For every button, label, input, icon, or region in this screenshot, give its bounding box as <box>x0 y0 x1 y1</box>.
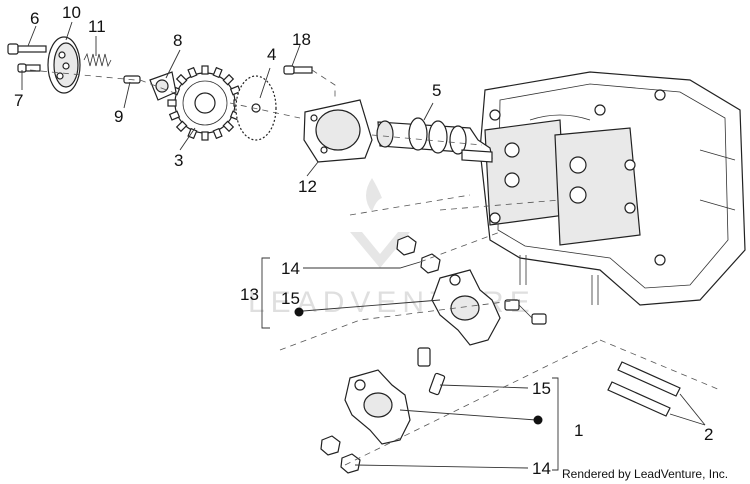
cylinder-head <box>479 71 746 306</box>
rocker-arm-upper <box>431 269 547 346</box>
leader-lines <box>21 21 706 471</box>
sprocket-tooth <box>168 110 181 121</box>
callout-7: 7 <box>14 91 23 110</box>
rocker-arm-lower <box>344 347 446 445</box>
callout-15-upper: 15 <box>281 289 300 308</box>
decompressor-weight <box>149 71 177 101</box>
callout-12: 12 <box>298 177 317 196</box>
timing-disc <box>235 75 277 141</box>
nut-upper <box>396 235 441 274</box>
plate-bolt <box>283 65 313 75</box>
callout-13: 13 <box>240 285 259 304</box>
sprocket-tooth <box>222 120 235 133</box>
callout-2: 2 <box>704 425 713 444</box>
sprocket-tooth <box>212 127 223 140</box>
pulley <box>47 36 81 94</box>
sprocket-tooth <box>222 73 235 86</box>
callout-3: 3 <box>174 151 183 170</box>
sprocket-tooth <box>201 131 209 141</box>
callout-6: 6 <box>30 9 39 28</box>
cam-sprocket <box>167 65 243 141</box>
assembly-lines <box>29 69 721 466</box>
dowel-pins <box>607 361 681 417</box>
callout-1: 1 <box>574 421 583 440</box>
credit-text: Rendered by LeadVenture, Inc. <box>562 467 728 481</box>
sprocket-tooth <box>201 65 209 75</box>
sprocket-tooth <box>212 66 223 79</box>
spring <box>83 52 112 68</box>
nut-lower <box>320 435 361 474</box>
callout-8: 8 <box>173 31 182 50</box>
callout-4: 4 <box>267 45 276 64</box>
camshaft <box>376 117 493 163</box>
callout-9: 9 <box>114 107 123 126</box>
callout-14-lower: 14 <box>532 459 551 478</box>
cover-plate <box>303 99 373 163</box>
callouts: 1 2 3 4 5 6 7 8 9 10 11 12 13 14 15 18 1… <box>14 3 713 478</box>
callout-14-upper: 14 <box>281 259 300 278</box>
callout-5: 5 <box>432 81 441 100</box>
callout-18: 18 <box>292 30 311 49</box>
bolt-7 <box>17 63 41 73</box>
sprocket-tooth <box>187 66 198 79</box>
sprocket-tooth <box>167 99 177 107</box>
callout-11: 11 <box>88 17 106 36</box>
sprocket-tooth <box>175 73 188 86</box>
sprocket-tooth <box>175 120 188 133</box>
callout-15-lower: 15 <box>532 379 551 398</box>
bolt-6 <box>7 43 47 55</box>
callout-10: 10 <box>62 3 81 22</box>
